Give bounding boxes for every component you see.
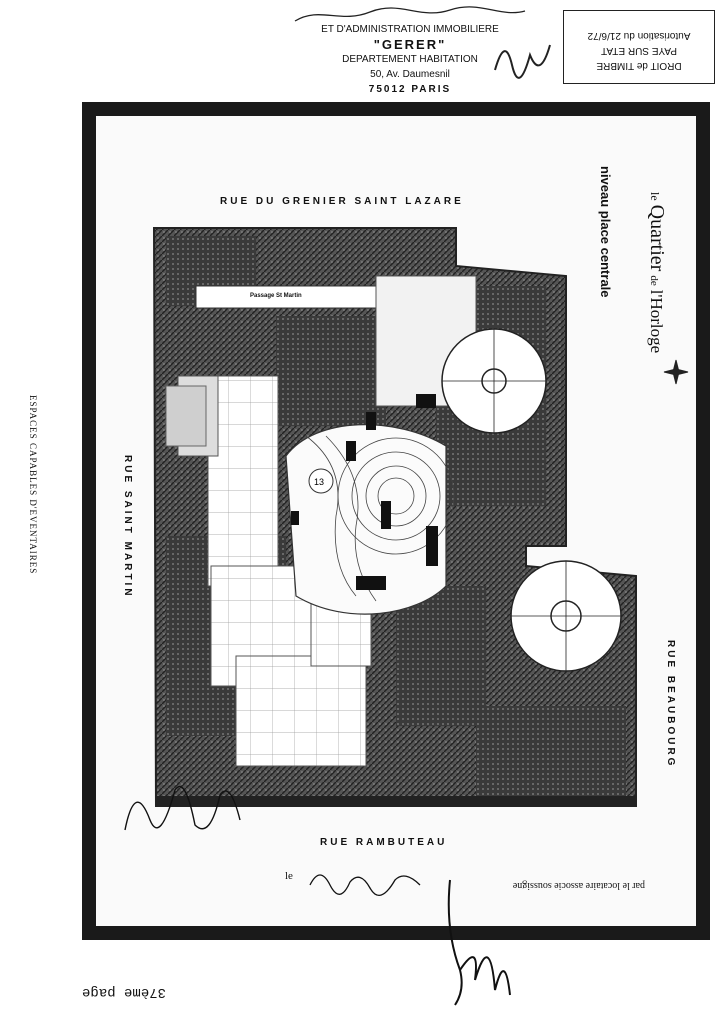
brand-quartier: Quartier [646,204,668,272]
tax-stamp-line-2: PAYE SUR ETAT [601,45,677,56]
void-area-3 [235,655,367,767]
letterhead-line-1: ET D'ADMINISTRATION IMMOBILIERE [321,24,499,35]
compass-rose-icon [663,359,689,385]
brand-horloge: l'Horloge [647,289,666,354]
passage-label: Passage St Martin [250,293,302,299]
brand-le: le [648,192,662,201]
tax-stamp-line-1: DROIT de TIMBRE [596,60,682,71]
handwritten-signature-bottom [447,879,511,1006]
level-label: niveau place centrale [598,166,613,298]
bottom-note: par le locataire associe soussigne le [285,870,645,891]
street-west: RUE SAINT MARTIN [122,455,133,599]
tax-stamp-line-3: Autorisation du 21/6/72 [587,30,691,41]
site-plan: 13 [152,227,689,807]
letterhead-city: 75012 PARIS [368,84,452,95]
rotunda-south [510,560,622,672]
rotunda-north [441,328,547,434]
handwritten-date [309,874,421,896]
letterhead: ET D'ADMINISTRATION IMMOBILIERE "GERER" … [280,6,540,97]
handwritten-signature-top [294,6,526,22]
brand-logo: le Quartier de l'Horloge [645,192,668,353]
handwritten-initials-top [494,44,551,79]
letterhead-line-3: DEPARTEMENT HABITATION [342,54,478,65]
side-note: ESPACES CAPABLES D'EVENTAIRES [28,395,38,575]
void-area-1 [207,375,279,587]
page-label: 37ème page [82,984,167,1000]
svg-text:13: 13 [314,477,324,487]
letterhead-address: 50, Av. Daumesnil [370,69,450,80]
street-south: RUE RAMBUTEAU [320,837,448,848]
brand-de: de [648,275,660,286]
bottom-note-date-prefix: le [285,870,293,882]
street-east: RUE BEAUBOURG [665,640,676,769]
street-north: RUE DU GRENIER SAINT LAZARE [220,196,464,207]
handwritten-scribble-left [124,785,241,831]
tax-stamp: DROIT de TIMBRE PAYE SUR ETAT Autorisati… [563,10,715,84]
letterhead-company-name: "GERER" [373,37,447,52]
